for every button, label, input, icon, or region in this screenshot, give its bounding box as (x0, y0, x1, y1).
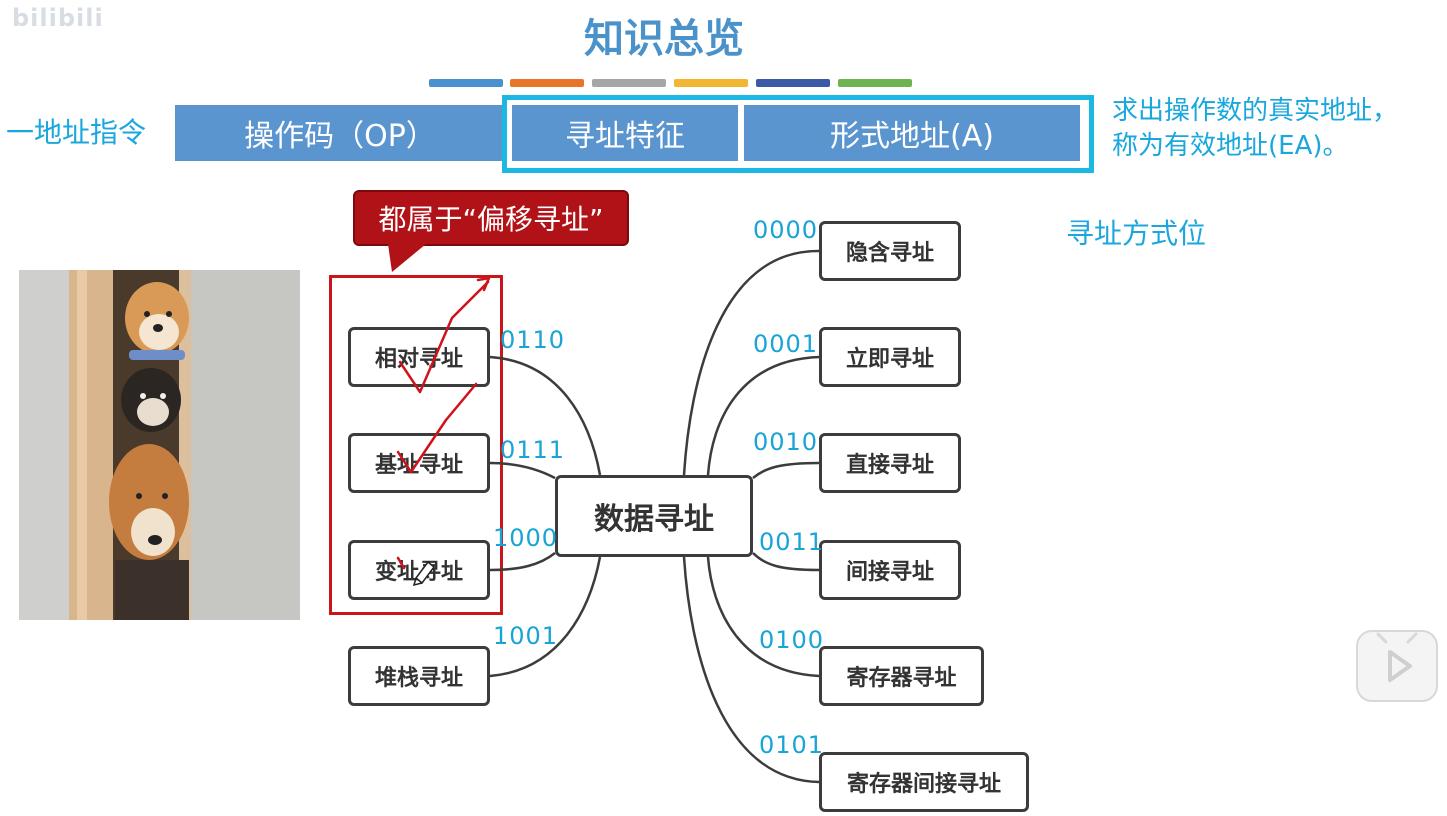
wire-base (489, 461, 556, 480)
node-register-indirect-addressing: 寄存器间接寻址 (819, 752, 1029, 812)
callout-pointer (388, 244, 426, 272)
wire-indirect (752, 552, 820, 572)
offset-addressing-callout: 都属于“偏移寻址” (353, 190, 629, 246)
wire-register (706, 556, 820, 678)
node-relative-addressing: 相对寻址 (348, 327, 490, 387)
play-button[interactable] (1356, 630, 1438, 702)
instruction-type-label: 一地址指令 (6, 116, 147, 149)
slide-title: 知识总览 (584, 15, 744, 62)
webcam-dog-photo (19, 270, 300, 620)
play-icon (1376, 632, 1418, 682)
color-bar-navy (756, 79, 830, 87)
center-node-data-addressing: 数据寻址 (555, 475, 753, 557)
wire-stack (489, 556, 602, 678)
code-register-indirect: 0101 (759, 731, 825, 759)
node-implied-addressing: 隐含寻址 (819, 221, 961, 281)
code-register: 0100 (759, 626, 825, 654)
code-relative: 0110 (500, 326, 566, 354)
node-base-addressing: 基址寻址 (348, 433, 490, 493)
wire-register-indirect (682, 556, 820, 784)
wire-relative (489, 355, 602, 476)
node-direct-addressing: 直接寻址 (819, 433, 961, 493)
address-part-frame (502, 95, 1094, 173)
node-immediate-addressing: 立即寻址 (819, 327, 961, 387)
node-register-addressing: 寄存器寻址 (819, 646, 984, 706)
code-index: 1000 (493, 524, 559, 552)
code-base: 0111 (500, 436, 566, 464)
color-bar-gray (592, 79, 666, 87)
wire-implied (682, 249, 820, 476)
ea-note-line1: 求出操作数的真实地址， (1112, 96, 1399, 126)
code-implied: 0000 (753, 216, 819, 244)
color-bar-green (838, 79, 912, 87)
offset-group-frame (329, 275, 503, 615)
wire-index (489, 552, 556, 572)
code-indirect: 0011 (759, 528, 825, 556)
ea-note: 求出操作数的真实地址， 称为有效地址(EA)。 (1112, 94, 1398, 164)
code-immediate: 0001 (753, 330, 819, 358)
node-stack-addressing: 堆栈寻址 (348, 646, 490, 706)
code-stack: 1001 (493, 622, 559, 650)
color-bar-blue (429, 79, 503, 87)
wire-direct (752, 461, 820, 479)
color-bar-yellow (674, 79, 748, 87)
ea-note-line2: 称为有效地址(EA)。 (1112, 131, 1349, 161)
bilibili-watermark: bilibili (12, 4, 104, 32)
addressing-feature-field: 寻址特征 (512, 105, 738, 161)
opcode-field: 操作码（OP） (175, 105, 505, 161)
color-bar-orange (510, 79, 584, 87)
formal-address-field: 形式地址(A) (744, 105, 1080, 161)
node-index-addressing: 变址寻址 (348, 540, 490, 600)
wire-immediate (706, 355, 820, 476)
mode-bits-label: 寻址方式位 (1066, 217, 1207, 250)
code-direct: 0010 (753, 428, 819, 456)
node-indirect-addressing: 间接寻址 (819, 540, 961, 600)
